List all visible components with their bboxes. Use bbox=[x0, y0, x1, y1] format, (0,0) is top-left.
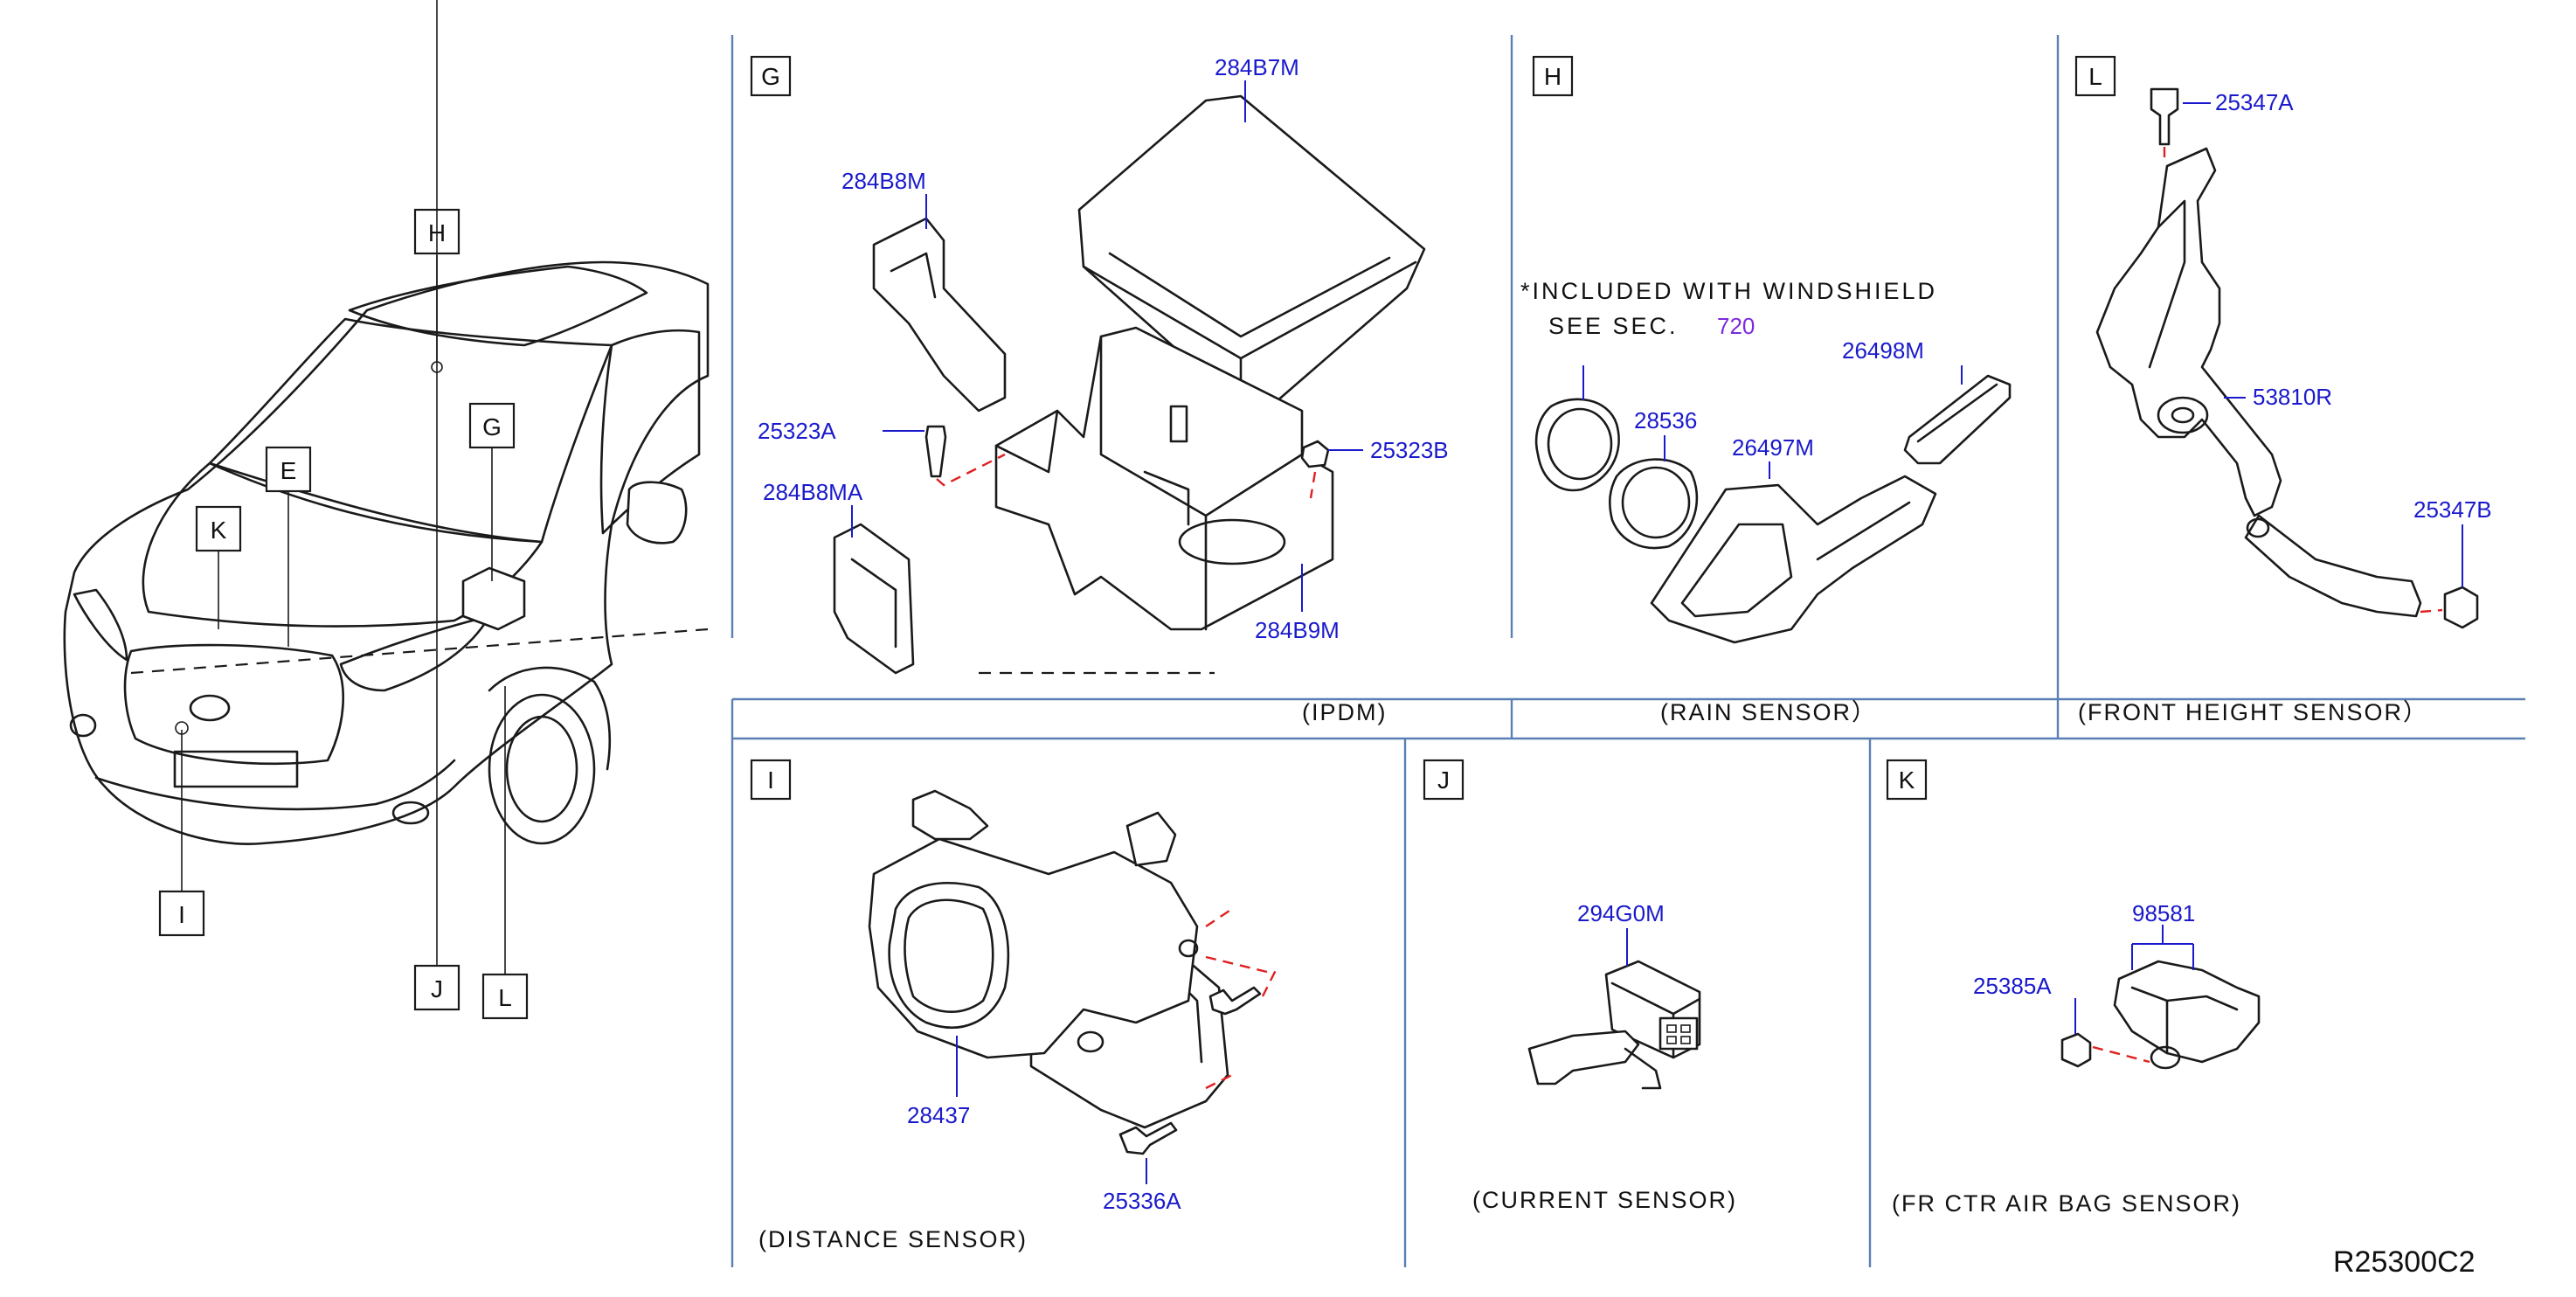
caption-front-height-sensor: (FRONT HEIGHT SENSOR） bbox=[2078, 699, 2428, 725]
car-bumper bbox=[94, 759, 456, 811]
car-headlight bbox=[73, 588, 128, 662]
current-sensor-connector bbox=[1658, 1016, 1699, 1051]
section-k-air-bag-sensor: K 98581 25385A (FR CTR AIR BAG SENSOR) bbox=[1886, 759, 2261, 1217]
callout-g: G bbox=[482, 413, 502, 440]
car-mirror bbox=[626, 481, 688, 544]
height-sensor-arm bbox=[2095, 147, 2282, 517]
car-foglight-left bbox=[69, 713, 97, 738]
part-284b7m: 284B7M bbox=[1215, 54, 1299, 80]
height-sensor-nut bbox=[2443, 586, 2479, 629]
distance-sensor-bolt-side bbox=[1208, 986, 1262, 1016]
car-emblem bbox=[189, 694, 231, 722]
part-26498m: 26498M bbox=[1842, 337, 1924, 364]
part-98581: 98581 bbox=[2132, 900, 2195, 926]
caption-current-sensor: (CURRENT SENSOR) bbox=[1472, 1187, 1737, 1213]
section-g-ipdm: G 284B7M 284B8M 2532 bbox=[750, 54, 1449, 725]
section-i-label: I bbox=[767, 766, 774, 794]
part-284b8ma: 284B8MA bbox=[763, 479, 863, 505]
ipdm-box bbox=[994, 326, 1334, 631]
callout-k: K bbox=[211, 517, 227, 544]
section-g-label: G bbox=[761, 63, 780, 90]
air-bag-sensor-body bbox=[2113, 960, 2261, 1064]
section-h-label: H bbox=[1544, 63, 1562, 90]
part-294g0m: 294G0M bbox=[1577, 900, 1665, 926]
section-h-rain-sensor: H *INCLUDED WITH WINDSHIELD SEE SEC. 720… bbox=[1520, 55, 2012, 725]
caption-air-bag-sensor: (FR CTR AIR BAG SENSOR) bbox=[1892, 1190, 2241, 1217]
part-28437: 28437 bbox=[907, 1102, 970, 1128]
height-sensor-link-rod bbox=[2244, 514, 2422, 618]
height-sensor-body bbox=[2157, 396, 2209, 434]
car-front-wheel bbox=[488, 693, 596, 845]
part-25347a: 25347A bbox=[2215, 89, 2294, 115]
part-284b8m: 284B8M bbox=[841, 168, 926, 194]
height-sensor-bolt-upper bbox=[2150, 87, 2179, 146]
ipdm-bolt-25323a bbox=[924, 425, 947, 478]
part-25385a: 25385A bbox=[1973, 973, 2052, 999]
car-plate bbox=[173, 750, 299, 788]
part-53810r: 53810R bbox=[2253, 384, 2332, 410]
ipdm-lid bbox=[1077, 94, 1426, 408]
callout-e: E bbox=[280, 457, 297, 484]
ipdm-nut-25323b bbox=[1300, 440, 1330, 468]
callout-i: I bbox=[178, 901, 185, 928]
part-26497m: 26497M bbox=[1732, 434, 1814, 461]
distance-sensor-bolt-lower bbox=[1118, 1121, 1178, 1155]
rain-sensor-note-line1: *INCLUDED WITH WINDSHIELD bbox=[1520, 278, 1937, 304]
distance-sensor-lens bbox=[888, 882, 1010, 1030]
part-25347b: 25347B bbox=[2413, 496, 2492, 523]
rain-sensor-cover-small bbox=[1903, 374, 2012, 465]
section-j-label: J bbox=[1437, 766, 1450, 794]
section-j-current-sensor: J 294G0M (CURRENT SENSOR) bbox=[1423, 759, 1737, 1213]
section-l-label: L bbox=[2088, 63, 2102, 90]
car-sunroof bbox=[348, 265, 648, 347]
air-bag-sensor-nut bbox=[2060, 1032, 2092, 1068]
current-sensor-strap bbox=[1527, 1030, 1640, 1085]
car-wheel-arch bbox=[488, 666, 612, 771]
section-k-label: K bbox=[1899, 766, 1915, 794]
caption-distance-sensor: (DISTANCE SENSOR) bbox=[758, 1226, 1028, 1252]
distance-sensor-connector bbox=[911, 789, 989, 841]
diagram-code: R25300C2 bbox=[2333, 1245, 2476, 1279]
rain-sensor-note-ref: 720 bbox=[1717, 313, 1755, 339]
car-headlight-right bbox=[339, 614, 491, 692]
part-28536: 28536 bbox=[1634, 407, 1697, 433]
callout-l: L bbox=[498, 984, 512, 1011]
rain-sensor-cover bbox=[1650, 475, 1937, 644]
vehicle-callouts: H G E K I J L bbox=[158, 0, 529, 1020]
car-hood bbox=[142, 461, 544, 628]
rain-sensor-note-line2: SEE SEC. bbox=[1548, 313, 1679, 339]
part-25323b: 25323B bbox=[1370, 437, 1449, 463]
section-i-distance-sensor: I 28437 25336A (DISTANCE SENSOR) bbox=[750, 759, 1278, 1252]
car-front-wheel-inner bbox=[505, 715, 578, 823]
part-25336a: 25336A bbox=[1103, 1188, 1181, 1214]
car-grille bbox=[123, 643, 345, 766]
caption-rain-sensor: (RAIN SENSOR） bbox=[1660, 699, 1877, 725]
ipdm-bracket-upper bbox=[872, 217, 1007, 413]
callout-j: J bbox=[431, 975, 443, 1002]
car-windshield bbox=[208, 317, 613, 544]
car-foglight-right bbox=[391, 801, 430, 825]
part-25323a: 25323A bbox=[758, 418, 836, 444]
panel-dividers bbox=[731, 35, 2525, 1267]
section-l-front-height-sensor: L 25347A 53810R 25347B (FRONT HEIGHT SEN… bbox=[2074, 55, 2492, 725]
ipdm-bracket-lower bbox=[833, 523, 915, 675]
vehicle-overview bbox=[63, 260, 710, 845]
part-284b9m: 284B9M bbox=[1255, 617, 1340, 643]
car-ipdm-box bbox=[461, 566, 526, 631]
caption-ipdm: (IPDM) bbox=[1302, 699, 1387, 725]
